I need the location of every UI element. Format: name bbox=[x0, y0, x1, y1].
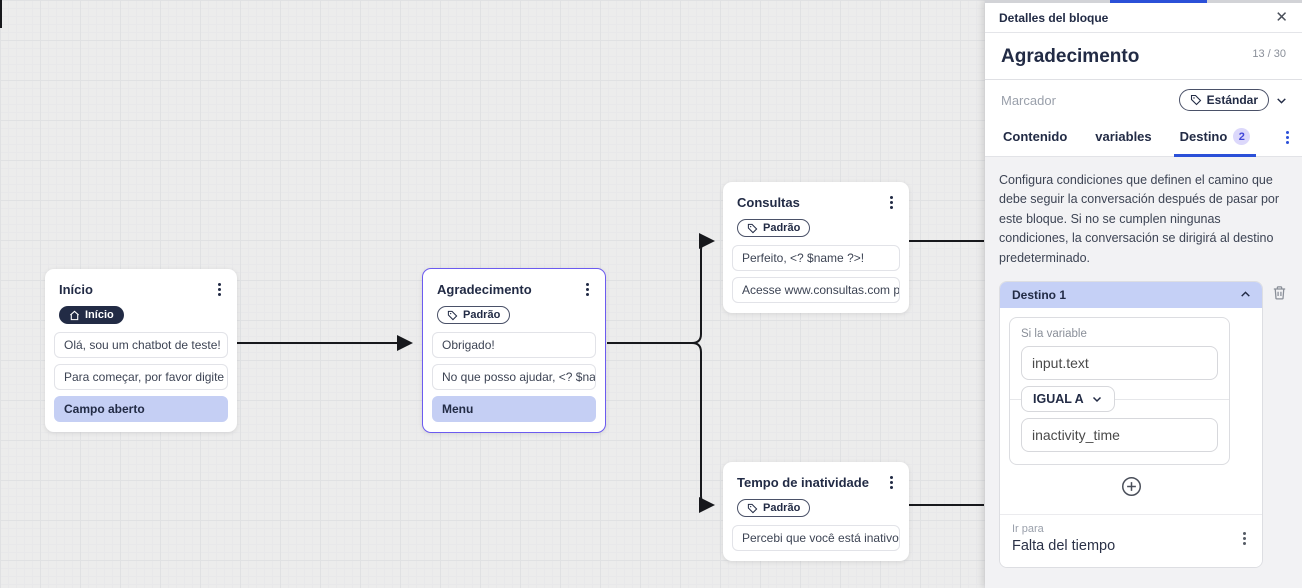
marker-label: Marcador bbox=[1001, 92, 1056, 108]
canvas-edge-mark bbox=[0, 0, 2, 28]
node-title: Consultas bbox=[737, 195, 800, 210]
chevron-up-icon[interactable] bbox=[1239, 288, 1252, 301]
message-bubble-open-field[interactable]: Campo aberto bbox=[54, 395, 228, 422]
condition-card: Si la variable IGUAL A bbox=[1009, 316, 1230, 465]
panel-title: Detalles del bloque bbox=[999, 10, 1109, 25]
wire-agradecimento-to-tempo bbox=[607, 342, 715, 513]
panel-top-accent bbox=[1110, 0, 1207, 3]
message-bubble[interactable]: No que posso ajudar, <? $name ... bbox=[432, 363, 596, 390]
flow-node-tempo-inatividade[interactable]: Tempo de inatividade Padrão Percebi que … bbox=[723, 462, 909, 561]
plus-circle-icon[interactable] bbox=[1121, 476, 1142, 497]
destino-tab-content: Configura condiciones que definen el cam… bbox=[985, 157, 1302, 588]
destino-count-badge: 2 bbox=[1233, 128, 1251, 145]
tab-options-kebab-icon[interactable] bbox=[1276, 130, 1299, 144]
message-bubble[interactable]: Percebi que você está inativo. C... bbox=[732, 524, 900, 551]
kebab-menu-icon[interactable] bbox=[214, 281, 225, 298]
tag-icon bbox=[747, 503, 758, 513]
node-type-badge: Padrão bbox=[737, 219, 811, 237]
message-bubble[interactable]: Acesse www.consultas.com par... bbox=[732, 276, 900, 303]
go-to-section: Ir para Falta del tiempo bbox=[1000, 514, 1262, 567]
tab-destino[interactable]: Destino 2 bbox=[1173, 118, 1256, 157]
tag-icon bbox=[447, 310, 458, 320]
tab-variables[interactable]: variables bbox=[1095, 129, 1152, 144]
block-details-panel: Detalles del bloque ✕ Agradecimento 13 /… bbox=[985, 0, 1302, 588]
variable-field-label: Si la variable bbox=[1021, 327, 1087, 340]
chevron-down-icon bbox=[1092, 396, 1101, 402]
kebab-menu-icon[interactable] bbox=[886, 474, 897, 491]
node-type-badge: Padrão bbox=[737, 499, 811, 517]
node-title: Agradecimento bbox=[437, 282, 532, 297]
block-name[interactable]: Agradecimento bbox=[1001, 46, 1140, 67]
wire-agradecimento-to-consultas bbox=[607, 233, 715, 344]
go-to-kebab-icon[interactable] bbox=[1239, 530, 1250, 547]
go-to-label: Ir para bbox=[1012, 522, 1044, 535]
chevron-down-icon[interactable] bbox=[1275, 94, 1288, 107]
flow-node-inicio[interactable]: Início Início Olá, sou um chatbot de tes… bbox=[45, 269, 237, 432]
node-title: Início bbox=[59, 282, 93, 297]
close-icon[interactable]: ✕ bbox=[1275, 9, 1288, 26]
message-bubble[interactable]: Para começar, por favor digite o ... bbox=[54, 363, 228, 390]
destination-header[interactable]: Destino 1 bbox=[1000, 281, 1262, 308]
operator-dropdown[interactable]: IGUAL A bbox=[1021, 385, 1115, 412]
destination-title: Destino 1 bbox=[1012, 287, 1067, 302]
kebab-menu-icon[interactable] bbox=[886, 194, 897, 211]
node-title: Tempo de inatividade bbox=[737, 475, 869, 490]
message-bubble[interactable]: Obrigado! bbox=[432, 331, 596, 358]
home-icon bbox=[70, 310, 79, 320]
message-bubble[interactable]: Olá, sou um chatbot de teste! bbox=[54, 331, 228, 358]
node-type-badge: Padrão bbox=[437, 306, 511, 324]
message-bubble-menu[interactable]: Menu bbox=[432, 395, 596, 422]
message-bubble[interactable]: Perfeito, <? $name ?>! bbox=[732, 244, 900, 271]
trash-icon[interactable] bbox=[1271, 284, 1288, 306]
char-counter: 13 / 30 bbox=[1252, 48, 1286, 60]
go-to-value[interactable]: Falta del tiempo bbox=[1012, 537, 1116, 554]
destination-card: Destino 1 Si la variable IGUAL A bbox=[999, 280, 1263, 568]
variable-input[interactable] bbox=[1021, 345, 1218, 380]
flow-node-consultas[interactable]: Consultas Padrão Perfeito, <? $name ?>! … bbox=[723, 182, 909, 313]
destino-description: Configura condiciones que definen el cam… bbox=[999, 173, 1280, 265]
kebab-menu-icon[interactable] bbox=[582, 281, 593, 298]
node-type-badge: Início bbox=[59, 306, 124, 324]
flow-node-agradecimento[interactable]: Agradecimento Padrão Obrigado! No que po… bbox=[422, 268, 606, 433]
tag-icon bbox=[747, 223, 758, 233]
comparison-value-input[interactable] bbox=[1021, 417, 1218, 452]
panel-top-scroll-strip bbox=[985, 0, 1302, 3]
tag-icon bbox=[1190, 94, 1201, 106]
marker-value-pill[interactable]: Estándar bbox=[1178, 89, 1269, 111]
tab-contenido[interactable]: Contenido bbox=[1003, 129, 1068, 144]
